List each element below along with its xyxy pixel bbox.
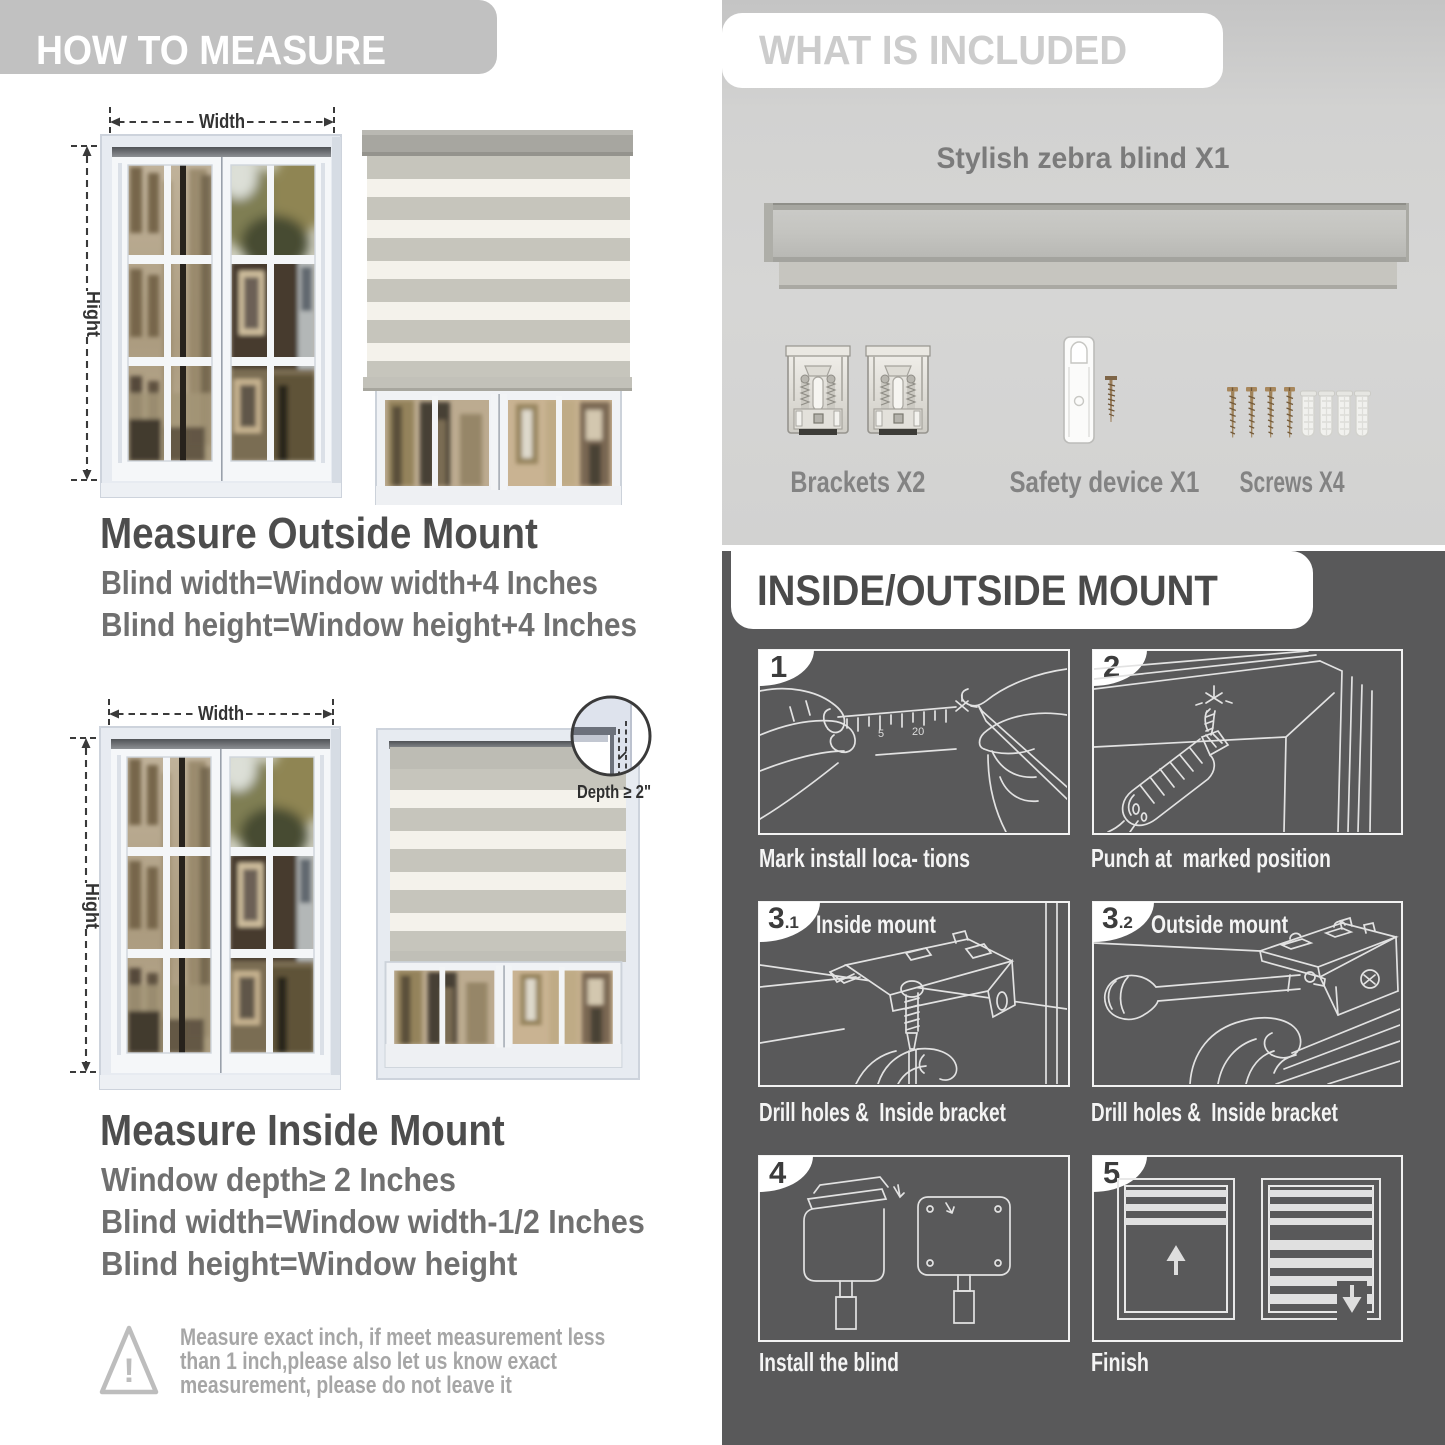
- svg-text:20: 20: [912, 726, 924, 738]
- svg-text:!: !: [123, 1352, 134, 1390]
- svg-text:5: 5: [878, 728, 884, 740]
